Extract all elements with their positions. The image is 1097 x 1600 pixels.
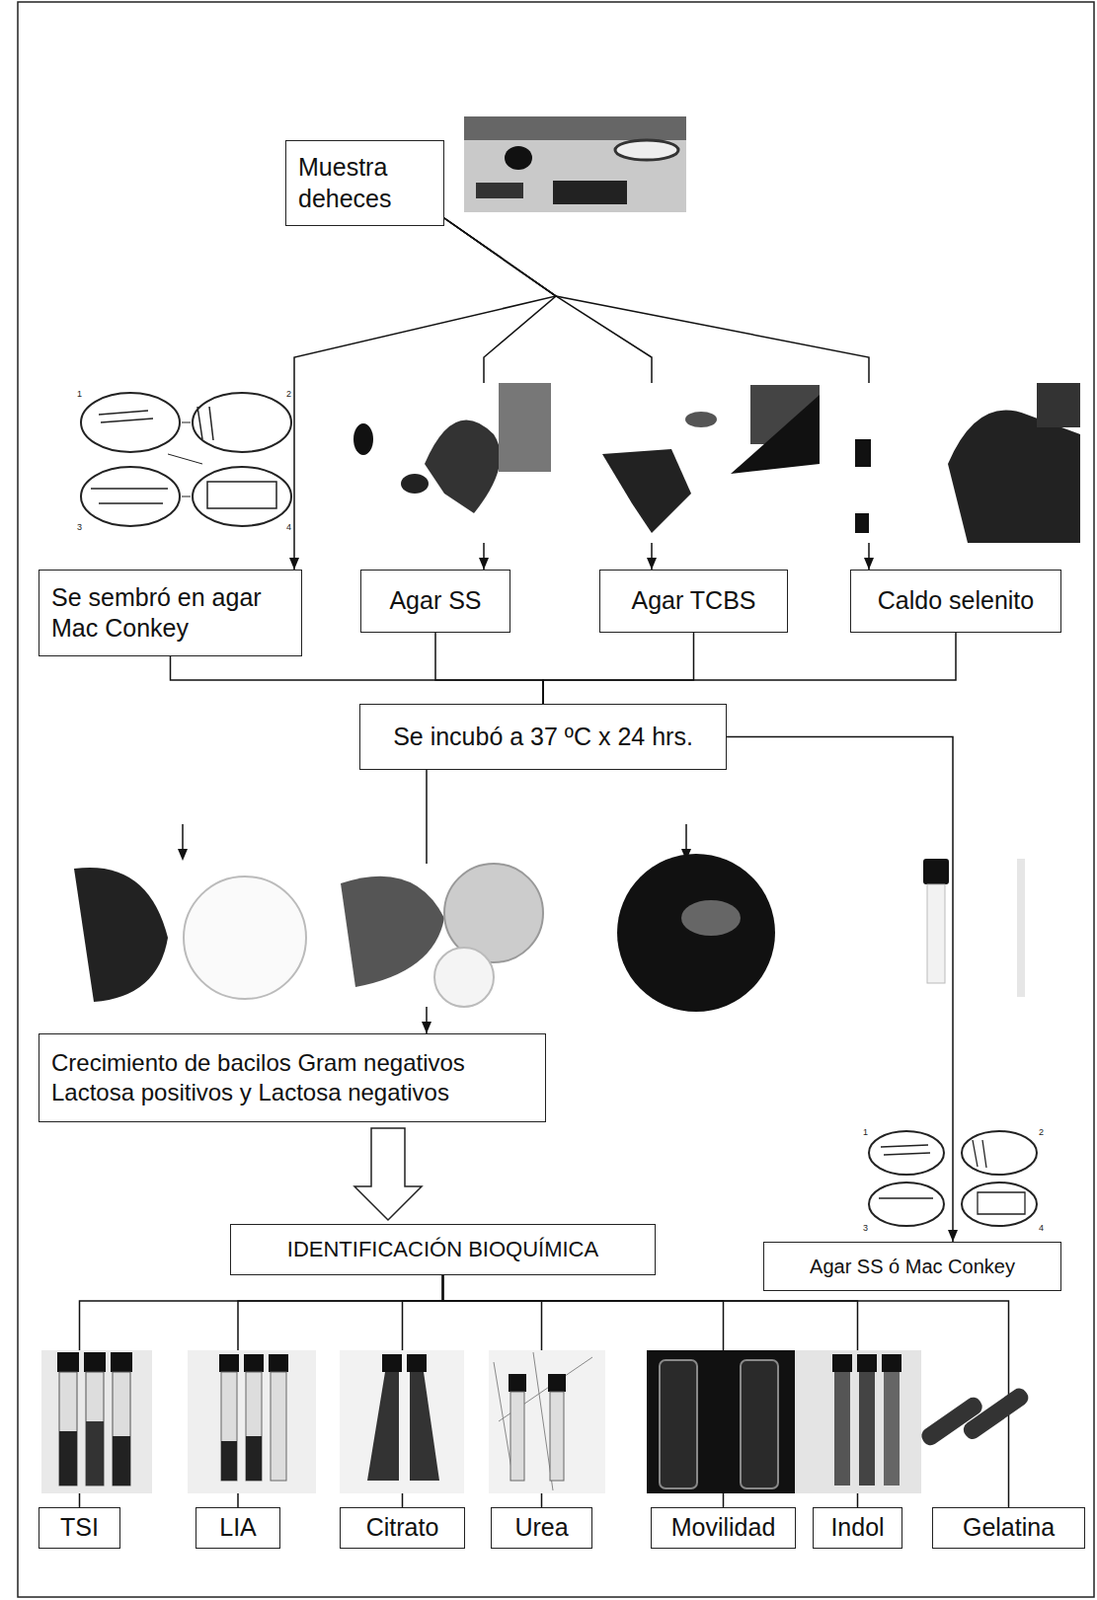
node-text: LIA	[219, 1512, 257, 1544]
result-arrow	[177, 824, 692, 862]
node-text: Urea	[514, 1512, 568, 1544]
streak-plate-diagram	[868, 1131, 1037, 1227]
sample-box: Muestra deheces	[285, 140, 445, 227]
arrow-head	[947, 1230, 958, 1243]
node-text: TSI	[60, 1512, 99, 1544]
connector-line	[294, 218, 556, 570]
plate-number: 2	[1038, 1128, 1044, 1138]
test-box: Movilidad	[650, 1507, 796, 1550]
test-box: Citrato	[339, 1507, 466, 1550]
tcbs-plate-photo	[617, 854, 776, 1013]
arrow-head	[646, 557, 657, 570]
streak-plate-diagram	[80, 392, 292, 527]
connector-line	[726, 737, 953, 1244]
lab-photo	[353, 383, 551, 544]
plate-number: 2	[286, 390, 292, 399]
culture-box: Se sembró en agar Mac Conkey	[38, 569, 303, 657]
incubation-box: Se incubó a 37 ºC x 24 hrs.	[359, 704, 727, 771]
connector	[354, 1128, 422, 1221]
node-text: Movilidad	[671, 1512, 777, 1544]
test-tube-photo	[794, 1350, 922, 1494]
culture-box: Caldo selenito	[850, 569, 1062, 633]
culture-box: Agar TCBS	[599, 569, 788, 633]
node-text: Indol	[830, 1512, 884, 1544]
page-frame	[17, 1, 1095, 1598]
plate-number: 1	[862, 1128, 868, 1138]
node-text: Gelatina	[962, 1512, 1055, 1544]
connector-line	[543, 632, 695, 705]
result-box: Crecimiento de bacilos Gram negativos La…	[38, 1033, 547, 1123]
test-tube-photo	[187, 1350, 316, 1494]
stool-sample-photo	[464, 116, 687, 213]
test-box: LIA	[195, 1507, 281, 1550]
connector-line	[543, 632, 956, 705]
petri-dish-photo	[337, 863, 544, 1008]
test-box: Urea	[490, 1507, 593, 1550]
subculture-box: Agar SS ó Mac Conkey	[763, 1242, 1062, 1292]
culture-box: Agar SS	[360, 569, 511, 633]
arrow-head	[863, 557, 874, 570]
plate-number: 3	[862, 1224, 868, 1234]
selenite-tube-photo	[923, 859, 1025, 998]
connector	[443, 1275, 1010, 1508]
connector-line	[435, 632, 544, 705]
node-text: Se sembró en agar Mac Conkey	[51, 582, 290, 645]
arrow-head	[421, 1021, 432, 1034]
node-text: Muestra deheces	[298, 152, 432, 215]
motility-tube-photo	[646, 1350, 797, 1494]
node-text: Agar SS	[389, 585, 481, 617]
arrow-head	[289, 557, 300, 570]
test-box: Gelatina	[932, 1507, 1086, 1550]
connector	[435, 632, 544, 705]
arrow-head	[478, 557, 489, 570]
node-text: Crecimiento de bacilos Gram negativos La…	[51, 1048, 534, 1108]
plate-number: 4	[286, 523, 292, 533]
connector	[726, 737, 958, 1244]
test-box: Indol	[812, 1507, 903, 1550]
node-text: Agar TCBS	[631, 585, 757, 617]
plate-number: 1	[77, 390, 82, 399]
connector	[543, 632, 695, 705]
test-tube-photo	[41, 1350, 153, 1494]
node-text: Citrato	[366, 1512, 440, 1544]
test-tube-photo	[488, 1350, 606, 1494]
identification-box: IDENTIFICACIÓN BIOQUÍMICA	[230, 1224, 656, 1276]
lab-photo	[855, 383, 1081, 544]
block-arrow	[354, 1128, 422, 1221]
connector	[543, 632, 956, 705]
node-text: Se incubó a 37 ºC x 24 hrs.	[392, 721, 694, 753]
plate-number: 3	[77, 523, 82, 533]
connector	[289, 218, 556, 570]
test-tube-photo	[339, 1350, 465, 1494]
test-box: TSI	[38, 1507, 121, 1550]
lab-photo	[592, 383, 820, 544]
connector-line	[443, 1275, 1010, 1508]
plate-number: 4	[1038, 1224, 1044, 1234]
gelatin-tube-photo	[918, 1385, 1031, 1449]
connector-line	[443, 1275, 724, 1508]
node-text: IDENTIFICACIÓN BIOQUÍMICA	[287, 1236, 599, 1264]
node-text: Agar SS ó Mac Conkey	[809, 1254, 1016, 1280]
node-text: Caldo selenito	[877, 585, 1034, 617]
petri-dish-photo	[71, 863, 309, 1008]
connector	[443, 1275, 724, 1508]
